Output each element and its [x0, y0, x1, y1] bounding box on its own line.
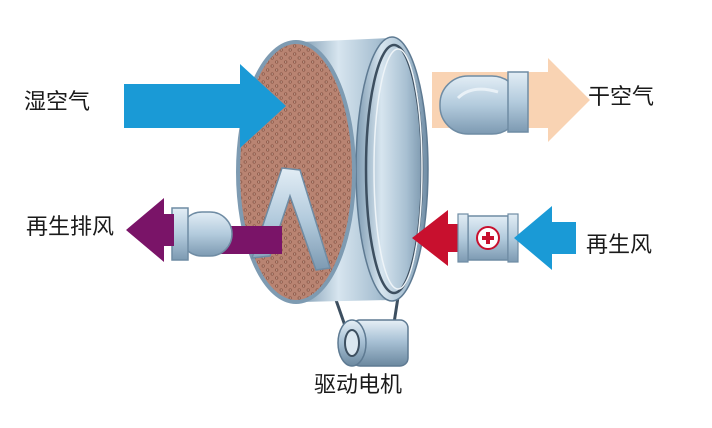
heater-plus-icon: [457, 213, 519, 263]
regen-air-arrow: [514, 206, 576, 270]
exhaust-fan-housing-icon: [171, 207, 233, 261]
drive-motor-label: 驱动电机: [314, 373, 403, 398]
heated-air-arrow: [412, 210, 472, 266]
motor-cylinder-icon: [337, 319, 409, 367]
humid-air-label: 湿空气: [24, 90, 91, 115]
regen-air-label: 再生风: [586, 233, 653, 258]
regen-exhaust-arrow: [126, 198, 174, 262]
dry-air-label: 干空气: [588, 85, 655, 110]
regen-exhaust-label: 再生排风: [26, 215, 115, 240]
desiccant-wheel: [236, 36, 429, 304]
outlet-fan-housing-icon: [439, 71, 529, 135]
humid-air-arrow: [124, 64, 286, 148]
